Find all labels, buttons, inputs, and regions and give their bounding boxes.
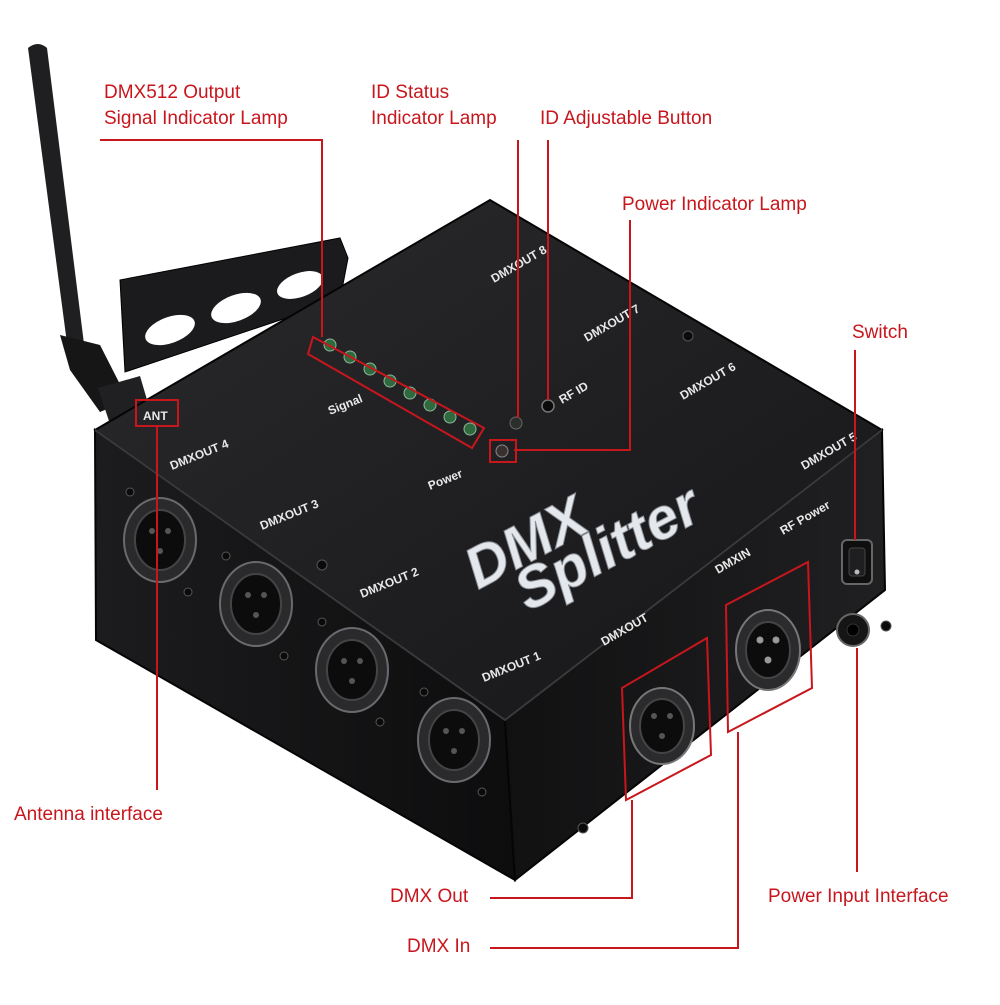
power-input-jack	[836, 613, 870, 647]
callout-dmx-in: DMX In	[407, 934, 470, 960]
xlr-port	[417, 687, 491, 797]
callout-dmx-in-text: DMX In	[407, 936, 471, 957]
callout-power-input: Power Input Interface	[768, 884, 949, 910]
callout-dmx512-output: DMX512 Output Signal Indicator Lamp	[104, 80, 288, 132]
callout-dmx512-output-line1: DMX512 Output	[104, 82, 241, 103]
callout-dmx512-output-line2: Signal Indicator Lamp	[104, 108, 288, 129]
callout-power-input-text: Power Input Interface	[768, 886, 949, 907]
power-indicator-lamp	[495, 444, 509, 458]
dmx-in-port	[735, 609, 801, 691]
callout-id-adjustable: ID Adjustable Button	[540, 106, 712, 132]
label-ant: ANT	[143, 409, 168, 423]
xlr-port	[219, 551, 293, 661]
xlr-output-ports	[123, 487, 491, 797]
callout-leader-lines	[100, 139, 858, 949]
callout-id-status: ID Status Indicator Lamp	[371, 80, 497, 132]
top-screws	[316, 330, 694, 571]
callout-switch-text: Switch	[852, 322, 908, 343]
dmx-out-port	[629, 687, 695, 765]
callout-id-status-line1: ID Status	[371, 82, 450, 103]
callout-switch: Switch	[852, 320, 908, 346]
callout-antenna-text: Antenna interface	[14, 804, 163, 825]
side-screws	[577, 620, 892, 834]
callout-antenna: Antenna interface	[14, 802, 163, 828]
signal-led	[463, 422, 477, 436]
power-switch[interactable]	[841, 539, 873, 585]
id-adjustable-button[interactable]	[541, 399, 555, 413]
callout-dmx-out-text: DMX Out	[390, 886, 469, 907]
callout-id-status-line2: Indicator Lamp	[371, 108, 497, 129]
callout-dmx-out: DMX Out	[390, 884, 468, 910]
callout-power-indicator-text: Power Indicator Lamp	[622, 194, 807, 215]
mounting-bracket	[119, 237, 349, 373]
callout-id-adjustable-text: ID Adjustable Button	[540, 108, 713, 129]
callout-power-indicator: Power Indicator Lamp	[622, 192, 807, 218]
xlr-port	[315, 617, 389, 727]
id-status-lamp	[509, 416, 523, 430]
xlr-port	[123, 487, 197, 597]
